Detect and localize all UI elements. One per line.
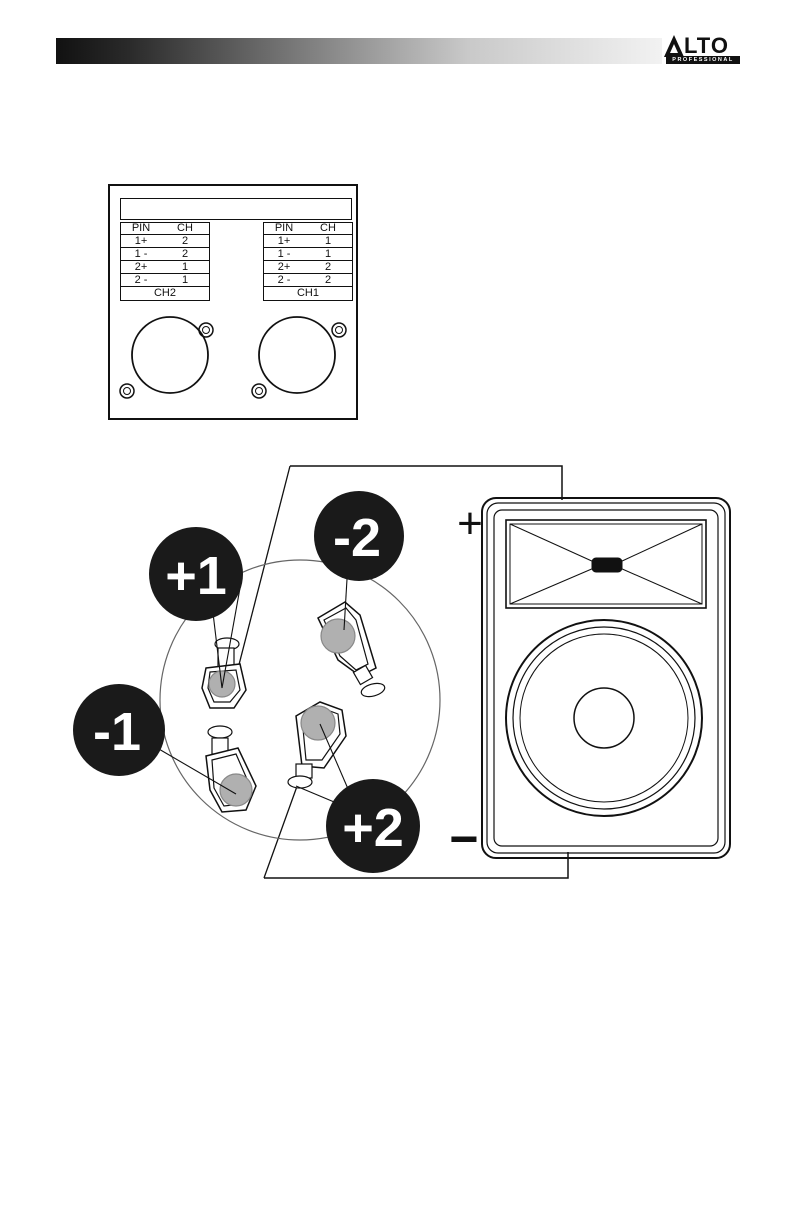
polarity-plus-mark: +	[457, 499, 483, 548]
speakon-socket-ch1	[252, 317, 346, 398]
pin-label-minus2: -2	[314, 491, 404, 581]
terminal-plus1	[202, 638, 246, 708]
speakon-socket-ch2	[120, 317, 213, 398]
pin-label-minus1-text: -1	[93, 702, 141, 762]
pin-label-minus1: -1	[73, 684, 165, 776]
terminal-minus2	[318, 602, 386, 699]
pin-label-plus1: +1	[149, 527, 243, 621]
polarity-minus-mark: −	[449, 811, 478, 867]
terminal-minus1	[206, 726, 256, 812]
pin-label-plus1-text: +1	[165, 546, 227, 606]
pin-label-minus2-text: -2	[333, 508, 381, 568]
enlargement-frame	[290, 466, 562, 500]
enlargement-frame-bottom	[264, 852, 568, 878]
pin-label-plus2-text: +2	[342, 798, 404, 858]
speaker-cabinet-icon	[482, 498, 730, 858]
pin-label-plus2: +2	[326, 779, 420, 873]
terminal-plus2	[288, 702, 346, 788]
